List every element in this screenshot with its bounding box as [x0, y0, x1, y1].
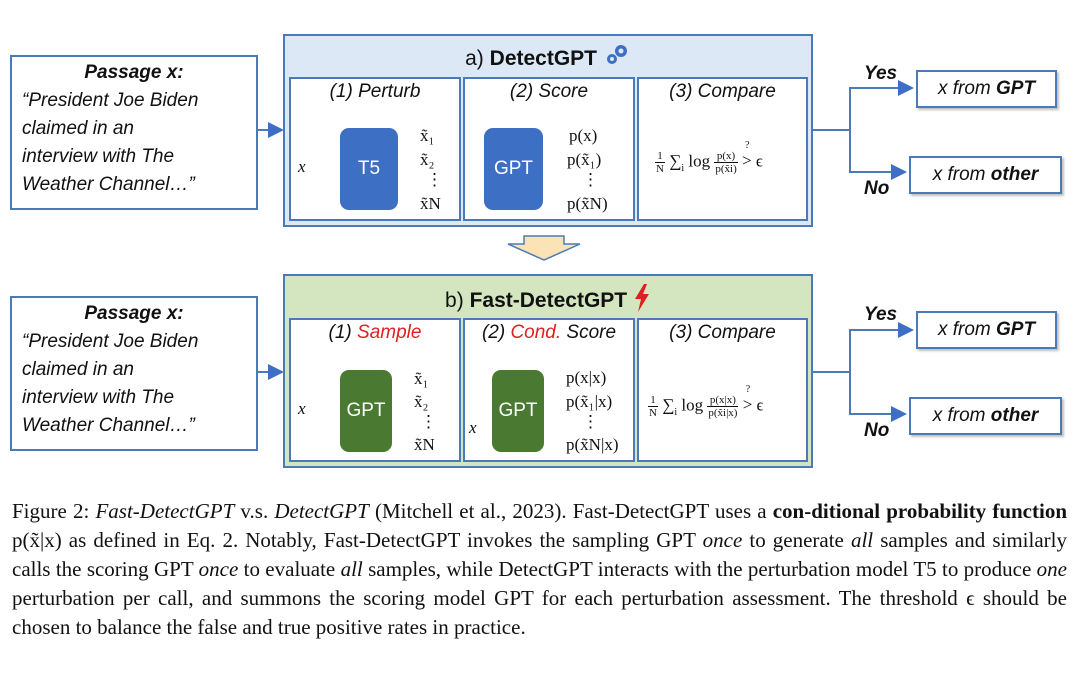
- prob-ellipsis: ⋮: [582, 412, 599, 431]
- step-score-label: (2) Score: [509, 81, 589, 102]
- passage-line: Weather Channel…”: [22, 415, 195, 436]
- passage-line: “President Joe Biden: [22, 331, 199, 352]
- sample: x̃₁: [420, 126, 435, 145]
- passage-line: claimed in an: [22, 359, 134, 380]
- no-label: No: [864, 420, 890, 441]
- passage-line: claimed in an: [22, 118, 134, 139]
- sample: x̃N: [414, 435, 435, 454]
- prob: p(x̃N): [567, 194, 608, 213]
- step-compare: (3) Compare: [637, 77, 808, 221]
- passage-line: interview with The: [22, 146, 175, 167]
- sample: x̃₁: [414, 369, 429, 388]
- panel-title: a) DetectGPT: [285, 42, 811, 71]
- gpt-scoring-model: GPT: [484, 128, 543, 210]
- yes-label: Yes: [864, 304, 898, 325]
- step-compare-label: (3) Compare: [669, 322, 776, 343]
- lightning-icon: [634, 284, 649, 312]
- passage-box-b: Passage x: “President Joe Biden claimed …: [10, 296, 258, 451]
- input-x: x: [298, 399, 306, 418]
- t5-model: T5: [340, 128, 398, 210]
- gpt-sampling-model: GPT: [340, 370, 392, 452]
- no-label: No: [864, 178, 890, 199]
- output-gpt: x from GPT: [916, 70, 1057, 108]
- prob: p(x): [569, 126, 598, 145]
- prob: p(x̃N|x): [566, 435, 619, 454]
- output-other: x from other: [909, 156, 1062, 194]
- passage-line: interview with The: [22, 387, 175, 408]
- gpt-scoring-model: GPT: [492, 370, 544, 452]
- step-cond-score-label: (2) Cond. Score: [481, 322, 617, 343]
- gear-icon: [606, 45, 627, 64]
- prob-ellipsis: ⋮: [582, 170, 599, 189]
- figure-caption: Figure 2: Fast-DetectGPT v.s. DetectGPT …: [12, 499, 1067, 639]
- cond-x: x: [469, 418, 477, 437]
- passage-title: Passage x:: [84, 62, 184, 83]
- sample-ellipsis: ⋮: [426, 170, 443, 189]
- output-other: x from other: [909, 397, 1062, 435]
- passage-title: Passage x:: [84, 303, 184, 324]
- prob: p(x|x): [566, 368, 607, 387]
- passage-line: “President Joe Biden: [22, 90, 199, 111]
- yes-label: Yes: [864, 63, 898, 84]
- step-compare-label: (3) Compare: [669, 81, 776, 102]
- panel-title: b) Fast-DetectGPT: [285, 284, 811, 313]
- prob: p(x̃₁): [567, 150, 602, 169]
- prob: p(x̃₁|x): [566, 392, 613, 411]
- step-cond-score: (2) Cond. Score: [463, 318, 635, 462]
- sample: x̃₂: [414, 392, 429, 411]
- output-gpt: x from GPT: [916, 311, 1057, 349]
- step-perturb-label: (1) Perturb: [329, 81, 421, 102]
- sample-ellipsis: ⋮: [420, 412, 437, 431]
- step-sample-label: (1) Sample: [328, 322, 422, 343]
- sample: x̃₂: [420, 150, 435, 169]
- step-compare-b: (3) Compare: [637, 318, 808, 462]
- passage-box-a: Passage x: “President Joe Biden claimed …: [10, 55, 258, 210]
- transition-arrow: [507, 235, 581, 261]
- input-x: x: [298, 157, 306, 176]
- sample: x̃N: [420, 194, 441, 213]
- passage-line: Weather Channel…”: [22, 174, 195, 195]
